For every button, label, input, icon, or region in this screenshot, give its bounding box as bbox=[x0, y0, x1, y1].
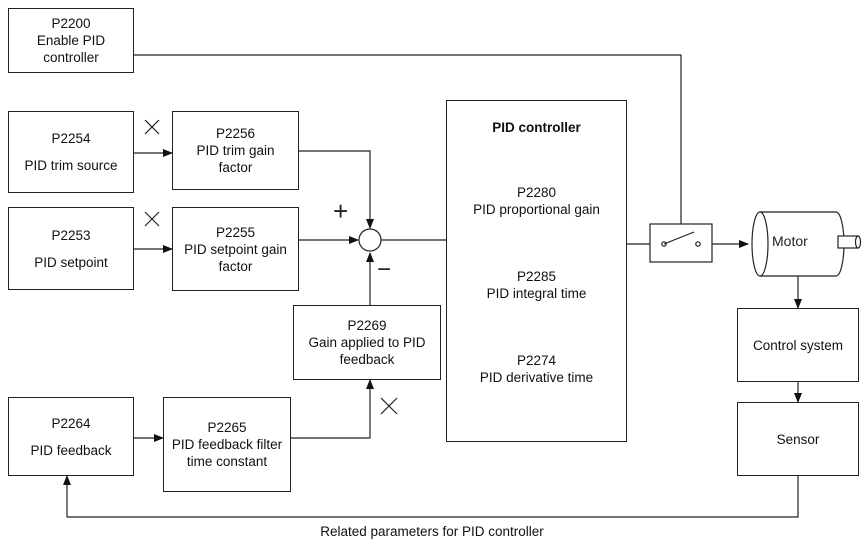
motor-back-arc bbox=[759, 211, 769, 277]
block-p2265-line1: PID feedback filter bbox=[171, 437, 283, 452]
switch-contact-right bbox=[695, 241, 701, 247]
motor-shaft-end bbox=[854, 235, 862, 249]
summing-junction bbox=[358, 228, 382, 252]
block-p2256: P2256 PID trim gain factor bbox=[172, 111, 299, 190]
block-p2200: P2200 Enable PID controller bbox=[8, 8, 134, 73]
block-p2200-line1: Enable PID bbox=[36, 33, 106, 48]
motor-body bbox=[751, 211, 845, 277]
block-p2269: P2269 Gain applied to PID feedback bbox=[293, 305, 441, 380]
block-p2264-code: P2264 bbox=[51, 415, 91, 431]
control-system-label: Control system bbox=[752, 337, 844, 353]
block-p2253-line1: PID setpoint bbox=[34, 254, 108, 270]
sensor-return-line bbox=[63, 475, 799, 518]
pid-param-p2280: P2280 PID proportional gain bbox=[473, 184, 600, 218]
motor-label: Motor bbox=[772, 233, 808, 249]
block-p2253-code: P2253 bbox=[51, 227, 91, 243]
switch-box bbox=[649, 223, 713, 263]
block-p2256-line1: PID trim gain bbox=[196, 143, 275, 158]
block-sensor: Sensor bbox=[737, 402, 859, 476]
block-p2269-line1: Gain applied to PID bbox=[308, 335, 426, 350]
block-p2254-line1: PID trim source bbox=[24, 158, 118, 173]
block-p2255-line1: PID setpoint gain bbox=[184, 241, 287, 257]
pid-param-p2274-label: PID derivative time bbox=[479, 370, 594, 385]
block-p2264-line1: PID feedback bbox=[30, 442, 112, 458]
pid-param-p2285-label: PID integral time bbox=[486, 286, 587, 301]
pid-param-p2280-label: PID proportional gain bbox=[473, 202, 600, 217]
plus-sign: + bbox=[333, 196, 349, 226]
enable-connector bbox=[133, 54, 682, 228]
switch-blade bbox=[663, 231, 695, 245]
pid-param-p2274: P2274 PID derivative time bbox=[480, 352, 593, 386]
sensor-label: Sensor bbox=[776, 431, 820, 447]
block-p2255: P2255 PID setpoint gain factor bbox=[172, 207, 299, 291]
block-p2256-line2: factor bbox=[218, 160, 253, 175]
block-p2254-code: P2254 bbox=[51, 131, 91, 146]
pid-param-p2274-code: P2274 bbox=[516, 353, 557, 368]
cross-feedback bbox=[380, 397, 398, 415]
block-p2269-line2: feedback bbox=[339, 352, 395, 367]
block-p2255-code: P2255 bbox=[215, 224, 256, 240]
minus-sign: − bbox=[377, 256, 392, 283]
pid-param-p2280-code: P2280 bbox=[516, 185, 557, 200]
cross-setpoint bbox=[144, 211, 160, 227]
block-p2254: P2254 PID trim source bbox=[8, 111, 134, 193]
block-control-system: Control system bbox=[737, 308, 859, 382]
block-p2265-line2: time constant bbox=[186, 454, 268, 469]
block-pid-controller: PID controller P2280 PID proportional ga… bbox=[446, 100, 627, 442]
block-p2265-code: P2265 bbox=[207, 420, 247, 435]
pid-param-p2285: P2285 PID integral time bbox=[487, 268, 587, 302]
block-p2264: P2264 PID feedback bbox=[8, 397, 134, 476]
pid-param-p2285-code: P2285 bbox=[516, 269, 557, 284]
feedback-filter-connector bbox=[291, 379, 374, 439]
block-p2253: P2253 PID setpoint bbox=[8, 207, 134, 290]
block-p2265: P2265 PID feedback filter time constant bbox=[163, 397, 291, 492]
cross-trim bbox=[144, 119, 160, 135]
block-p2269-code: P2269 bbox=[347, 318, 387, 333]
block-p2255-line2: factor bbox=[218, 258, 253, 274]
block-p2200-line2: controller bbox=[43, 50, 99, 65]
trim-gain-connector bbox=[299, 150, 374, 229]
block-p2256-code: P2256 bbox=[215, 126, 256, 141]
pid-controller-title: PID controller bbox=[492, 120, 581, 135]
diagram-caption: Related parameters for PID controller bbox=[320, 524, 544, 539]
block-p2200-code: P2200 bbox=[51, 16, 91, 31]
